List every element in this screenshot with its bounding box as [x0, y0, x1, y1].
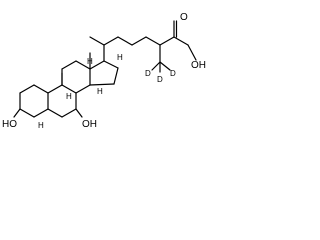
cd3-group — [151, 44, 171, 73]
cooh-oh-label: OH — [191, 60, 206, 71]
hydrogen-c17-label: H — [117, 53, 123, 62]
hydroxyl-c3-label: HO — [2, 119, 17, 130]
ring-c — [61, 60, 91, 94]
hydrogen-c14-label: H — [97, 87, 103, 96]
hydroxyl-c7-label: OH — [82, 119, 97, 130]
oh-c7-bond — [75, 108, 83, 118]
chemical-structure: O OH D D D H H H H H HO OH — [0, 0, 251, 139]
deuterium-label-left: D — [145, 69, 151, 78]
deuterium-label-bottom: D — [157, 75, 163, 84]
carbonyl-o-label: O — [180, 12, 188, 23]
structure-drawing: O OH D D D H H H H H HO OH — [2, 12, 206, 130]
ring-d — [89, 60, 119, 86]
hydrogen-c8-label: H — [87, 57, 93, 66]
hydrogen-c5-label: H — [38, 121, 44, 130]
hydrogen-c9-label: H — [66, 92, 72, 101]
ring-a — [19, 84, 49, 118]
oh-c3-bond — [13, 108, 21, 118]
deuterium-label-right: D — [170, 69, 176, 78]
side-chain — [89, 20, 197, 62]
ring-b — [47, 84, 77, 118]
